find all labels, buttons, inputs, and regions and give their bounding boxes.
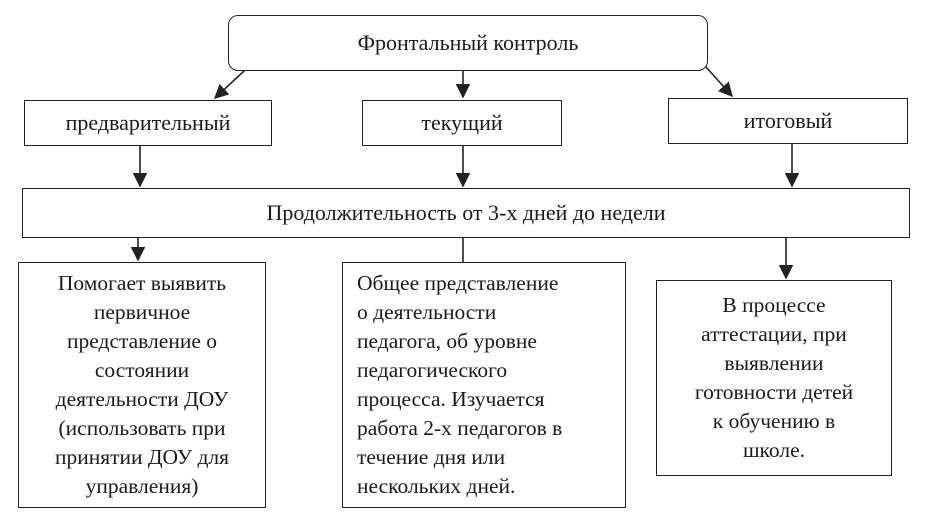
description-text-current: Общее представление о деятельности педаг… — [357, 271, 563, 498]
stage-label-preliminary: предварительный — [65, 110, 231, 135]
stage-node-preliminary: предварительный — [24, 100, 272, 146]
stage-label-current: текущий — [421, 110, 503, 135]
description-node-final: В процессе аттестации, при выявлении гот… — [656, 280, 892, 476]
title-label: Фронтальный контроль — [357, 30, 579, 55]
duration-node: Продолжительность от 3-х дней до недели — [22, 188, 910, 238]
duration-label: Продолжительность от 3-х дней до недели — [266, 200, 666, 225]
stage-node-final: итоговый — [668, 98, 908, 144]
description-text-preliminary: Помогает выявить первичное представление… — [54, 271, 230, 498]
title-node: Фронтальный контроль — [228, 15, 708, 71]
description-text-final: В процессе аттестации, при выявлении гот… — [694, 293, 854, 462]
description-node-current: Общее представление о деятельности педаг… — [342, 262, 626, 508]
stage-label-final: итоговый — [743, 108, 833, 133]
stage-node-current: текущий — [362, 100, 562, 146]
description-node-preliminary: Помогает выявить первичное представление… — [18, 262, 266, 508]
